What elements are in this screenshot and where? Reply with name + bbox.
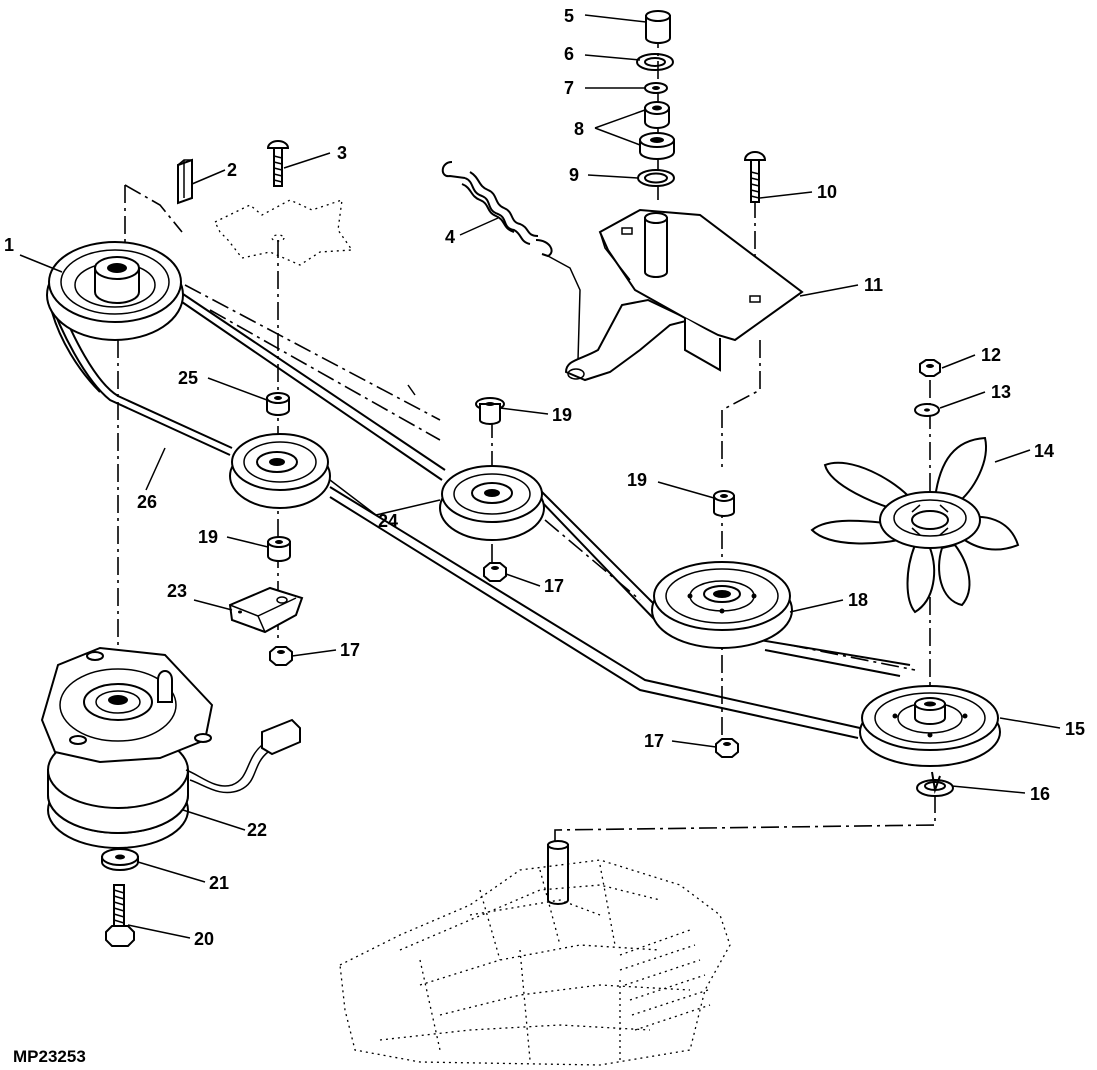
tension-spring-4-icon [441,161,553,258]
washer-13-icon [914,403,940,417]
callout-12: 12 [981,345,1001,365]
callout-21: 21 [209,873,229,893]
callout-20: 20 [194,929,214,949]
bracket-plate-11-icon [598,208,804,372]
engine-phantom-outline-icon [339,840,731,1066]
callout-1: 1 [4,235,14,255]
nut-17-right-icon [715,738,739,758]
callout-17-center: 17 [544,576,564,596]
figure-id: MP23253 [13,1047,86,1066]
spacer-25-icon [266,392,290,416]
callout-9: 9 [569,165,579,185]
key-2-icon [177,158,193,205]
nut-12-icon [919,359,941,377]
callout-24: 24 [378,511,398,531]
bolt-10-icon [743,151,767,203]
callout-7: 7 [564,78,574,98]
pulley-15-icon [859,685,1001,767]
callout-14: 14 [1034,441,1054,461]
mounting-bracket-23-icon [228,586,304,634]
snap-ring-6-icon [636,53,674,71]
cap-5-icon [645,10,671,44]
leader-lines [19,14,1061,939]
callout-23: 23 [167,581,187,601]
seal-9-icon [637,169,675,187]
bushing-19-upper-icon [475,397,505,425]
callout-19-left: 19 [198,527,218,547]
callout-18: 18 [848,590,868,610]
callout-22: 22 [247,820,267,840]
assembly-centerlines [117,30,936,845]
callout-17-right: 17 [644,731,664,751]
callout-3: 3 [337,143,347,163]
washer-21-icon [101,848,139,871]
callout-15: 15 [1065,719,1085,739]
callout-11: 11 [864,275,883,295]
pto-clutch-22-icon [40,646,301,849]
bushing-19-right-icon [713,490,735,517]
idler-arm-icon [547,255,693,382]
deck-plate-dotted-icon [214,199,354,266]
pulley-18-icon [651,561,793,649]
callout-17-left: 17 [340,640,360,660]
callout-19-upper: 19 [552,405,572,425]
callout-25: 25 [178,368,198,388]
hex-bolt-20-icon [105,884,135,947]
carriage-bolt-3-icon [266,140,290,187]
callout-26: 26 [137,492,157,512]
retaining-clip-16-icon [916,771,954,797]
callout-16: 16 [1030,784,1050,804]
idler-pulley-24-right-icon [439,465,545,541]
bushing-8-icon [639,101,675,160]
nut-17-center-icon [483,562,507,582]
callout-13: 13 [991,382,1011,402]
callout-19-right: 19 [627,470,647,490]
bushing-19-left-icon [267,536,291,562]
callout-labels: 1 2 3 4 5 6 7 8 9 10 11 12 13 14 15 16 1… [4,6,1085,949]
callout-8: 8 [574,119,584,139]
washer-7-icon [644,82,668,94]
callout-2: 2 [227,160,237,180]
callout-4: 4 [445,227,455,247]
nut-17-left-icon [269,646,293,666]
cooling-fan-14-icon [810,436,1020,614]
callout-10: 10 [817,182,837,202]
callout-5: 5 [564,6,574,26]
callout-6: 6 [564,44,574,64]
pulley-1-icon [46,241,184,341]
idler-pulley-24-left-icon [229,433,331,509]
